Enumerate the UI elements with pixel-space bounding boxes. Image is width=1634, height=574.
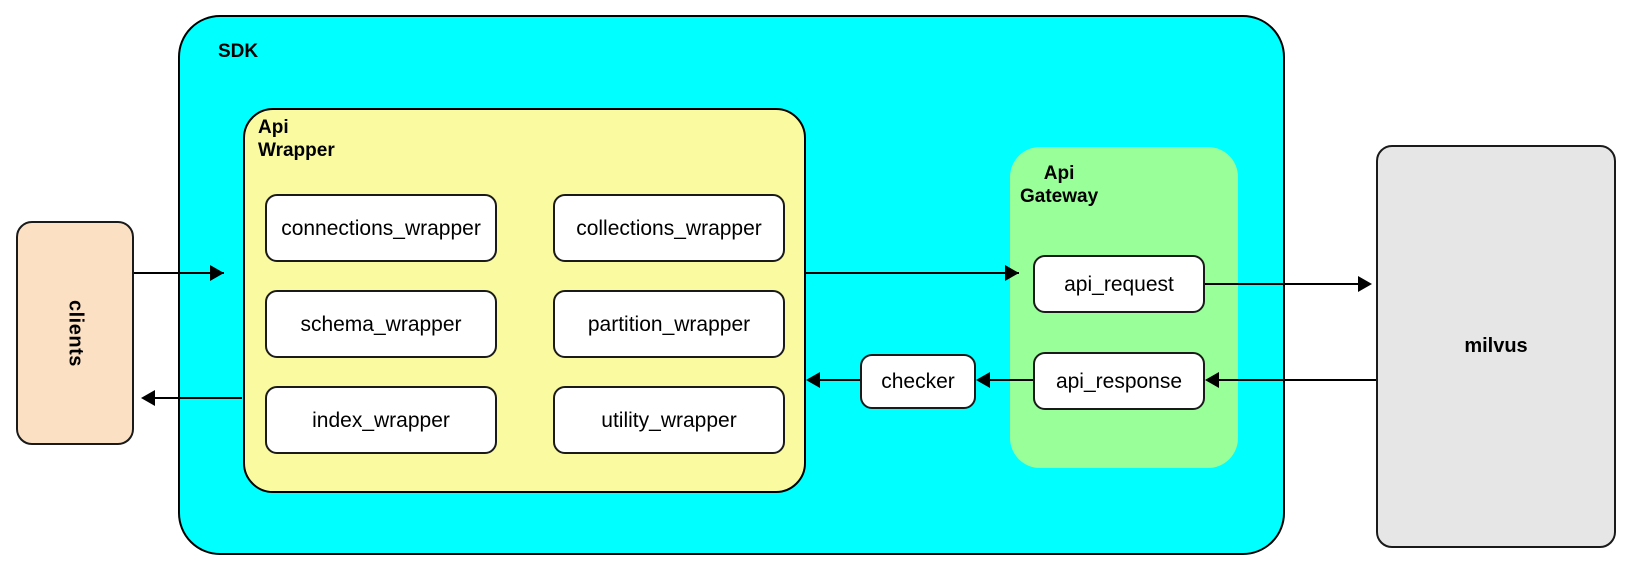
- sdk-label: SDK: [218, 41, 259, 62]
- api-response-label: api_response: [1055, 369, 1183, 393]
- arrowhead-api-response-to-checker: [976, 372, 990, 388]
- milvus-node[interactable]: milvus: [1376, 145, 1616, 548]
- index-wrapper-label: index_wrapper: [312, 408, 450, 432]
- arrowhead-milvus-to-api-response: [1205, 372, 1219, 388]
- index-wrapper-node[interactable]: index_wrapper: [265, 386, 497, 454]
- arrowhead-checker-to-wrapper: [806, 372, 820, 388]
- api-request-label: api_request: [1064, 272, 1174, 296]
- arrowhead-wrapper-to-clients: [141, 390, 155, 406]
- schema-wrapper-node[interactable]: schema_wrapper: [265, 290, 497, 358]
- arrowhead-clients-to-wrapper: [210, 265, 224, 281]
- collections-wrapper-node[interactable]: collections_wrapper: [553, 194, 785, 262]
- milvus-label: milvus: [1464, 335, 1528, 357]
- connections-wrapper-label: connections_wrapper: [281, 216, 481, 240]
- clients-node[interactable]: clients: [16, 221, 134, 445]
- schema-wrapper-label: schema_wrapper: [300, 312, 462, 336]
- arrowhead-wrapper-to-api-request: [1005, 265, 1019, 281]
- connector-wrapper-to-clients: [152, 397, 242, 399]
- api-gateway-label: Api Gateway: [1020, 163, 1099, 207]
- partition-wrapper-label: partition_wrapper: [587, 312, 751, 336]
- connector-checker-to-wrapper: [815, 379, 860, 381]
- clients-label: clients: [64, 299, 87, 367]
- checker-node[interactable]: checker: [860, 354, 976, 409]
- connector-api-request-to-milvus: [1205, 283, 1369, 285]
- connector-milvus-to-api-response: [1213, 379, 1376, 381]
- arrowhead-api-request-to-milvus: [1358, 276, 1372, 292]
- connector-wrapper-to-api-request: [804, 272, 1019, 274]
- connections-wrapper-node[interactable]: connections_wrapper: [265, 194, 497, 262]
- connector-clients-to-wrapper: [134, 272, 224, 274]
- api-request-node[interactable]: api_request: [1033, 255, 1205, 313]
- api-response-node[interactable]: api_response: [1033, 352, 1205, 410]
- checker-label: checker: [881, 370, 955, 393]
- utility-wrapper-label: utility_wrapper: [601, 408, 737, 432]
- partition-wrapper-node[interactable]: partition_wrapper: [553, 290, 785, 358]
- api-wrapper-label: Api Wrapper: [258, 117, 335, 161]
- collections-wrapper-label: collections_wrapper: [576, 216, 762, 240]
- utility-wrapper-node[interactable]: utility_wrapper: [553, 386, 785, 454]
- connector-api-response-to-checker: [985, 379, 1033, 381]
